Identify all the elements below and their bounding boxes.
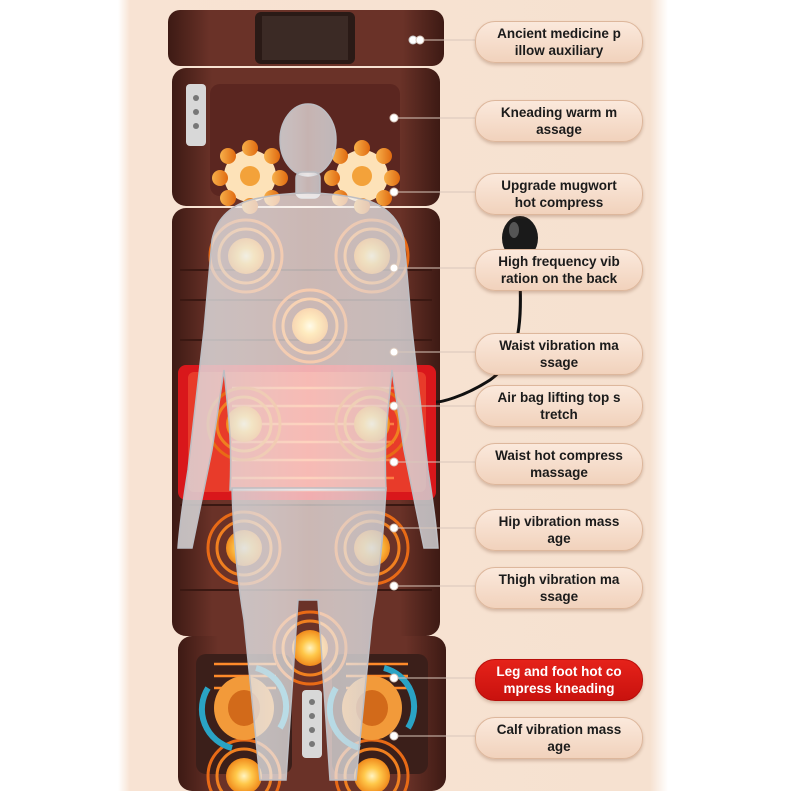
feature-label-text: Air bag lifting top s tretch (497, 390, 621, 422)
feature-label-pillow: Ancient medicine p illow auxiliary (475, 21, 643, 63)
feature-label-hip: Hip vibration mass age (475, 509, 643, 551)
pillow (168, 10, 444, 66)
feature-label-thigh: Thigh vibration ma ssage (475, 567, 643, 609)
feature-label-airbag: Air bag lifting top s tretch (475, 385, 643, 427)
feature-label-text: Thigh vibration ma ssage (498, 572, 620, 604)
feature-label-mugwort: Upgrade mugwort hot compress (475, 173, 643, 215)
neck-kneading (212, 140, 400, 214)
feature-label-leg-foot: Leg and foot hot co mpress kneading (475, 659, 643, 701)
body-figure (177, 103, 439, 781)
feature-label-text: Ancient medicine p illow auxiliary (497, 26, 621, 58)
feature-label-text: Hip vibration mass age (498, 514, 620, 546)
feature-label-waist-hot: Waist hot compress massage (475, 443, 643, 485)
feature-label-text: Upgrade mugwort hot compress (501, 178, 617, 210)
feature-label-text: Waist vibration ma ssage (499, 338, 619, 370)
feature-label-text: Calf vibration mass age (496, 722, 622, 754)
leg-controller-icon (302, 690, 322, 758)
feature-label-back-vibration: High frequency vib ration on the back (475, 249, 643, 291)
feature-label-text: Kneading warm m assage (500, 105, 618, 137)
feature-label-text: Waist hot compress massage (495, 448, 623, 480)
feature-label-text: High frequency vib ration on the back (498, 254, 620, 286)
feature-label-waist-vibration: Waist vibration ma ssage (475, 333, 643, 375)
feature-label-text: Leg and foot hot co mpress kneading (496, 664, 622, 696)
connectors (389, 35, 475, 741)
feature-label-calf: Calf vibration mass age (475, 717, 643, 759)
feature-label-kneading: Kneading warm m assage (475, 100, 643, 142)
